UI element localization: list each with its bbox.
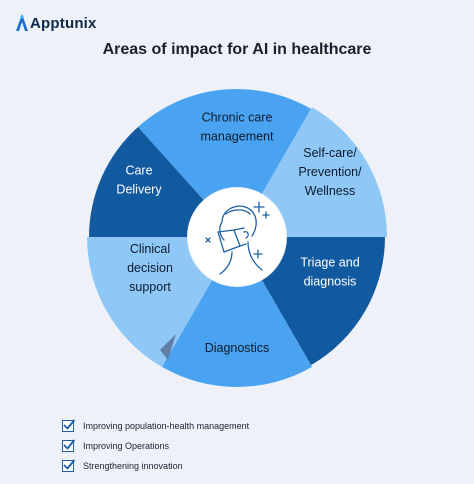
legend-label: Strengthening innovation [83, 461, 183, 471]
segment-chronic-care[interactable] [137, 88, 311, 200]
checkbox-icon[interactable] [62, 439, 75, 452]
brand-logo[interactable]: Apptunix [14, 12, 97, 34]
segment-triage[interactable] [262, 237, 386, 366]
segment-self-care[interactable] [262, 107, 387, 237]
segment-gap-accent [160, 334, 176, 360]
legend-label: Improving population-health management [83, 421, 250, 431]
brand-name: Apptunix [30, 14, 97, 32]
segment-label-self-care: Self-care/Prevention/Wellness [298, 146, 362, 198]
legend-item[interactable]: Improving Operations [62, 436, 249, 456]
legend-item[interactable]: Improving population-health management [62, 416, 249, 436]
checkbox-icon[interactable] [62, 459, 75, 472]
patient-with-mask-icon [205, 201, 270, 275]
checkmark-icon [63, 439, 75, 450]
segment-diagnostics[interactable] [162, 280, 312, 387]
segment-clinical-decision[interactable] [87, 237, 212, 367]
legend: Improving population-health management I… [62, 416, 249, 476]
segment-label-diagnostics: Diagnostics [205, 341, 270, 355]
legend-label: Improving Operations [83, 441, 170, 451]
segment-care-delivery[interactable] [89, 127, 204, 237]
checkmark-icon [63, 459, 75, 470]
apptunix-logo-icon [16, 14, 28, 31]
checkbox-icon[interactable] [62, 419, 75, 432]
legend-item[interactable]: Strengthening innovation [62, 456, 249, 476]
page-title: Areas of impact for AI in healthcare [102, 41, 372, 58]
checkmark-icon [63, 419, 75, 430]
